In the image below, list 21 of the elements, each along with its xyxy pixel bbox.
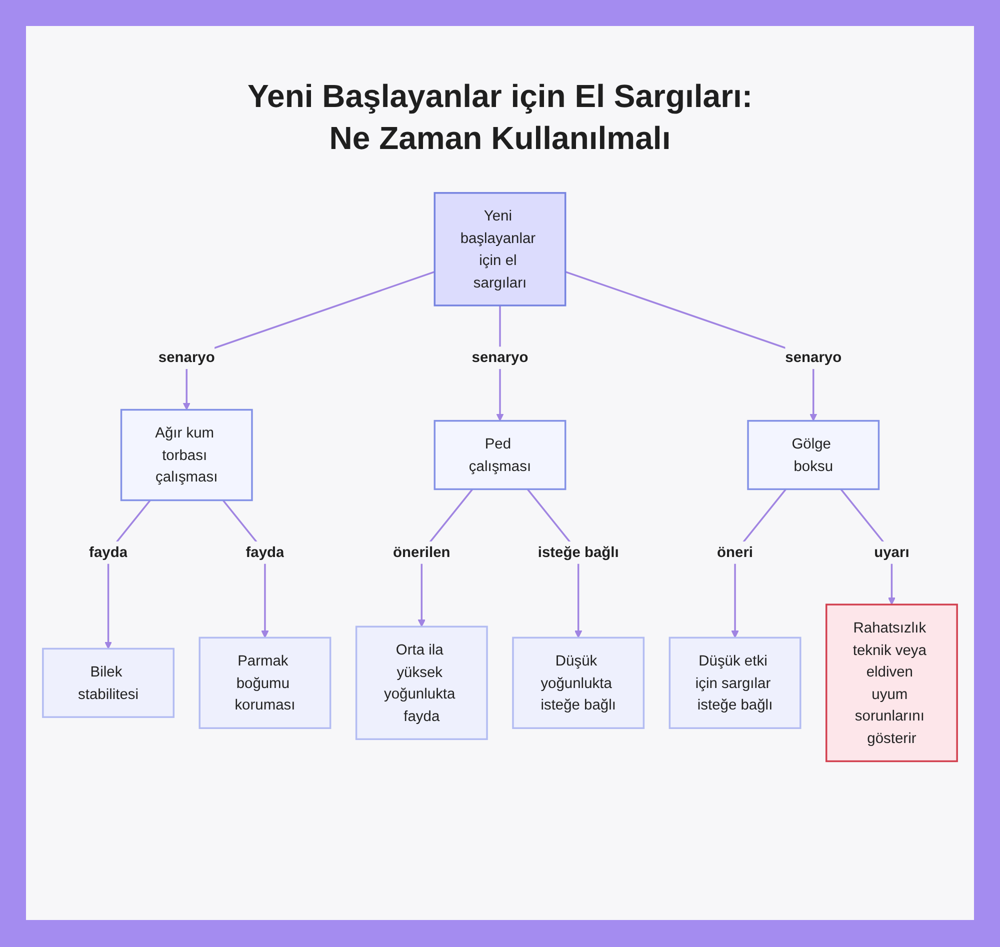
node-box [120,408,253,502]
edge-label: fayda [246,544,284,560]
edge-label: önerilen [393,544,450,560]
flowchart: senaryo senaryo senaryo fayda fayda önerilen isteğe bağlı öneri uyarı Yeni başlayanlar için el sargıları Ağır kum torbası çalışması Ped çalışması Gölge boksu Bilek stabilitesi Parmak boğumu koruması Orta ila yüksek yoğunlukta fayda Düşük yoğunlukta isteğe bağlı Düşük etki için sargılar isteğe bağlı Rahatsızlık teknik veya eldiven uyum sorunlarını gösterir [36,186,964,908]
node-box [826,604,958,762]
edge-label: uyarı [874,544,910,560]
edge-label: senaryo [158,349,215,366]
node-box [434,192,566,306]
edge-label: isteğe bağlı [538,544,619,560]
edge-label: senaryo [472,349,528,366]
edge-label: öneri [717,544,754,560]
node-box [747,420,880,490]
node-box [42,648,174,718]
node-box [355,626,488,740]
node-box [668,636,802,729]
node-box [434,420,566,490]
node-box [198,636,332,729]
edge-label: senaryo [785,349,842,366]
node-box [512,636,645,729]
edge-label: fayda [89,544,128,560]
diagram-title: Yeni Başlayanlar için El Sargıları: Ne Zaman Kullanılmalı [246,77,754,158]
